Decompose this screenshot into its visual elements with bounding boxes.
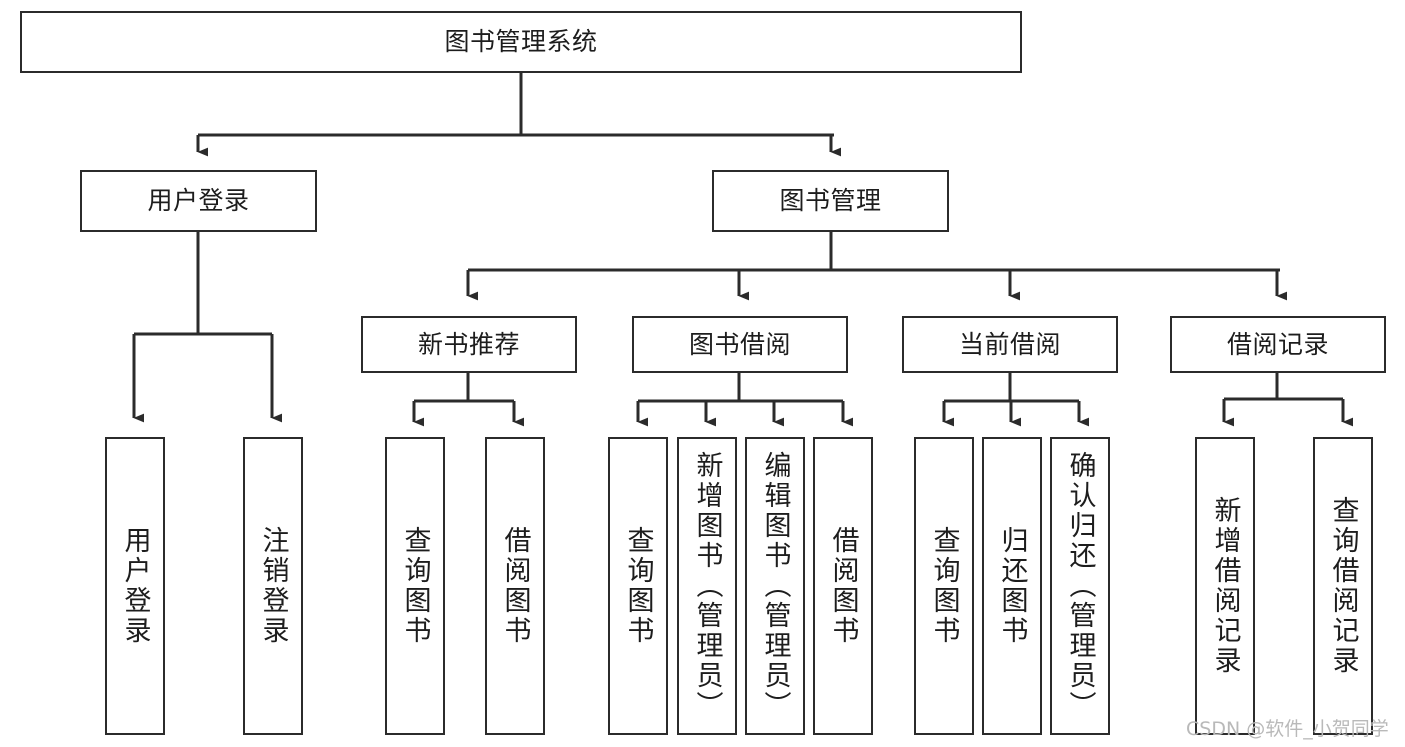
leaf-query-record-label: 查询借阅记录 — [1327, 496, 1359, 676]
leaf-borrow-book-1[interactable]: 借阅图书 — [485, 437, 545, 735]
leaf-query-book-1[interactable]: 查询图书 — [385, 437, 445, 735]
leaf-query-book-3-label: 查询图书 — [928, 526, 960, 646]
leaf-user-logout[interactable]: 注销登录 — [243, 437, 303, 735]
node-user-login[interactable]: 用户登录 — [80, 170, 317, 232]
node-book-borrow[interactable]: 图书借阅 — [632, 316, 848, 373]
leaf-return-book-label: 归还图书 — [996, 526, 1028, 646]
leaf-query-book-1-label: 查询图书 — [399, 526, 431, 646]
node-current-borrow[interactable]: 当前借阅 — [902, 316, 1118, 373]
leaf-add-book-label: 新增图书（管理员） — [691, 451, 723, 721]
leaf-add-record-label: 新增借阅记录 — [1209, 496, 1241, 676]
leaf-borrow-book-2-label: 借阅图书 — [827, 526, 859, 646]
node-book-manage[interactable]: 图书管理 — [712, 170, 949, 232]
node-current-borrow-label: 当前借阅 — [958, 329, 1061, 359]
leaf-user-logout-label: 注销登录 — [257, 526, 289, 646]
node-book-borrow-label: 图书借阅 — [688, 329, 791, 359]
leaf-borrow-book-1-label: 借阅图书 — [499, 526, 531, 646]
node-borrow-record-label: 借阅记录 — [1226, 329, 1329, 359]
node-user-login-label: 用户登录 — [147, 186, 250, 216]
leaf-confirm-return-label: 确认归还（管理员） — [1064, 451, 1096, 721]
leaf-query-book-2-label: 查询图书 — [622, 526, 654, 646]
node-borrow-record[interactable]: 借阅记录 — [1170, 316, 1386, 373]
leaf-query-book-3[interactable]: 查询图书 — [914, 437, 974, 735]
leaf-borrow-book-2[interactable]: 借阅图书 — [813, 437, 873, 735]
node-book-manage-label: 图书管理 — [779, 186, 882, 216]
leaf-edit-book[interactable]: 编辑图书（管理员） — [745, 437, 805, 735]
node-root[interactable]: 图书管理系统 — [20, 11, 1022, 73]
leaf-query-book-2[interactable]: 查询图书 — [608, 437, 668, 735]
node-new-book-recommend-label: 新书推荐 — [417, 329, 520, 359]
leaf-add-record[interactable]: 新增借阅记录 — [1195, 437, 1255, 735]
csdn-watermark: CSDN @软件_小贺同学 — [1186, 718, 1389, 740]
leaf-user-login-label: 用户登录 — [119, 526, 151, 646]
node-root-label: 图书管理系统 — [444, 27, 598, 57]
leaf-user-login[interactable]: 用户登录 — [105, 437, 165, 735]
leaf-query-record[interactable]: 查询借阅记录 — [1313, 437, 1373, 735]
leaf-confirm-return[interactable]: 确认归还（管理员） — [1050, 437, 1110, 735]
node-new-book-recommend[interactable]: 新书推荐 — [361, 316, 577, 373]
leaf-add-book[interactable]: 新增图书（管理员） — [677, 437, 737, 735]
leaf-return-book[interactable]: 归还图书 — [982, 437, 1042, 735]
leaf-edit-book-label: 编辑图书（管理员） — [759, 451, 791, 721]
